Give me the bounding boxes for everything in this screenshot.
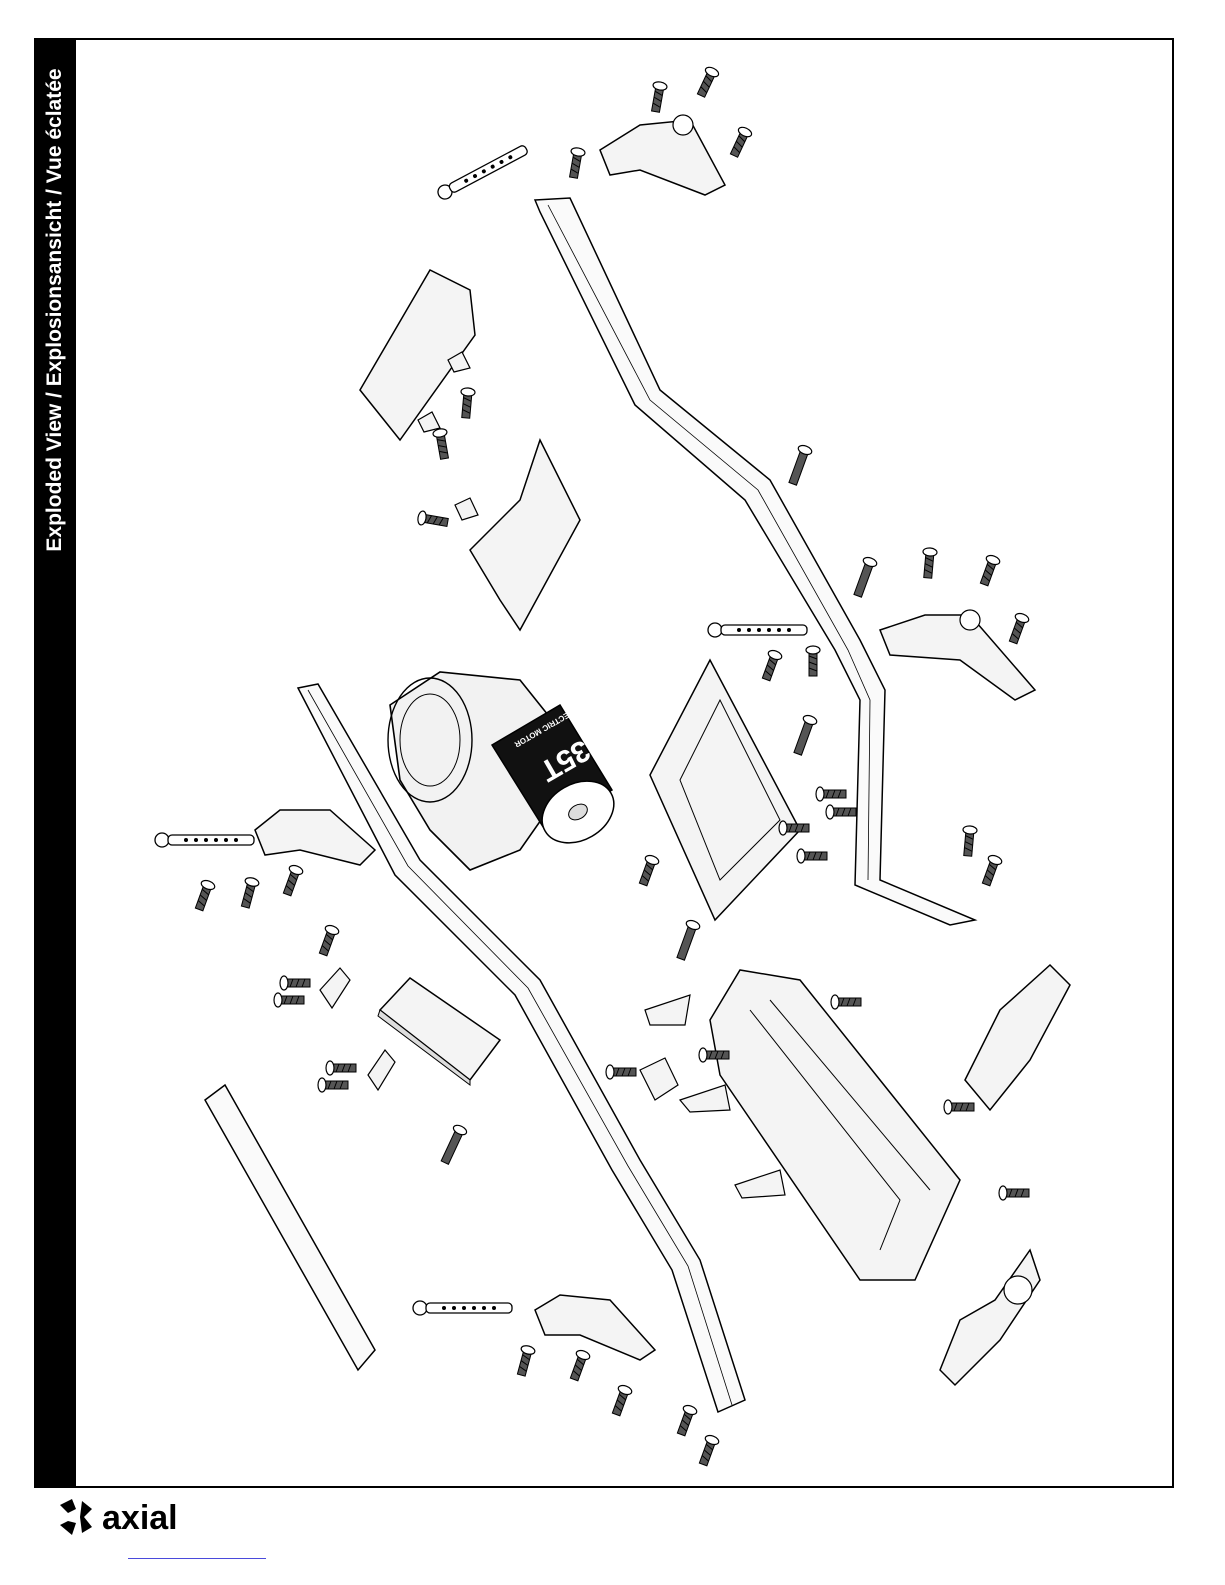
rear-mount-left bbox=[255, 810, 375, 865]
body-post-left bbox=[155, 833, 254, 847]
footer-link-underline[interactable] bbox=[128, 1558, 266, 1559]
body-post-center bbox=[708, 623, 807, 637]
front-bumper-mount-bottom bbox=[880, 610, 1035, 700]
front-shock-tower bbox=[940, 1250, 1040, 1385]
body-post-top bbox=[436, 143, 530, 202]
shock-hoop bbox=[470, 440, 580, 630]
front-link-mount bbox=[965, 965, 1070, 1110]
rear-mount-bottom bbox=[535, 1295, 655, 1360]
battery-strap bbox=[205, 1085, 375, 1370]
exploded-view-diagram: 35T ELECTRIC MOTOR bbox=[78, 40, 1172, 1486]
axial-logo-mark: axial bbox=[54, 1495, 234, 1539]
side-title: Exploded View / Explosionsansicht / Vue … bbox=[38, 60, 72, 560]
axial-logo: axial bbox=[54, 1495, 234, 1539]
center-skid-plate bbox=[650, 660, 800, 920]
front-bumper-mount-top bbox=[600, 115, 725, 195]
servo bbox=[378, 978, 500, 1085]
body-post-bottom bbox=[413, 1301, 512, 1315]
battery-tray bbox=[710, 970, 960, 1280]
brand-wordmark: axial bbox=[102, 1499, 178, 1537]
